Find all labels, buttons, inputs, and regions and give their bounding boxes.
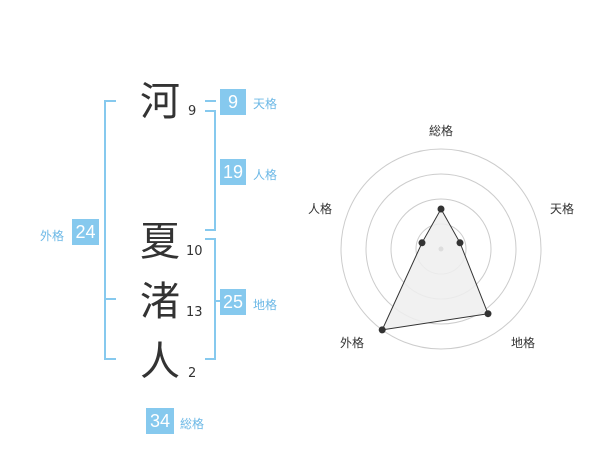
radar-chart — [340, 148, 542, 350]
gaikaku-label: 外格 — [40, 229, 65, 243]
radar-point-1 — [437, 205, 445, 213]
soukaku-value: 34 — [146, 408, 174, 434]
chikaku-value: 25 — [220, 289, 246, 315]
radar-point-3 — [484, 310, 492, 318]
name-char-1: 河 — [140, 79, 180, 125]
tenkaku-value: 9 — [220, 89, 246, 115]
tenkaku-label: 天格 — [253, 97, 278, 111]
radar-axis-label-jinkaku: 人格 — [308, 202, 333, 216]
soukaku-label: 総格 — [180, 417, 205, 431]
gaikaku-value: 24 — [72, 219, 99, 245]
radar-ring — [365, 173, 517, 325]
stroke-count-1: 9 — [188, 104, 197, 119]
radar-axis-label-gaikaku: 外格 — [340, 336, 365, 350]
radar-point-2 — [456, 239, 464, 247]
radar-axis-label-soukaku: 総格 — [429, 124, 454, 138]
name-char-2: 夏 — [140, 219, 180, 265]
stroke-count-2: 10 — [186, 244, 203, 259]
radar-point-5 — [418, 239, 426, 247]
stroke-count-4: 2 — [188, 366, 197, 381]
radar-ring — [340, 148, 542, 350]
radar-axis-label-tenkaku: 天格 — [550, 202, 575, 216]
stroke-count-3: 13 — [186, 305, 203, 320]
chikaku-label: 地格 — [253, 298, 278, 312]
name-char-3: 渚 — [140, 279, 180, 325]
jinkaku-value: 19 — [220, 159, 246, 185]
radar-center-dot — [438, 246, 444, 252]
radar-point-4 — [378, 326, 386, 334]
name-char-4: 人 — [140, 339, 180, 385]
radar-axis-label-chikaku: 地格 — [511, 336, 536, 350]
jinkaku-label: 人格 — [253, 168, 278, 182]
radar-data-polygon — [381, 207, 489, 331]
